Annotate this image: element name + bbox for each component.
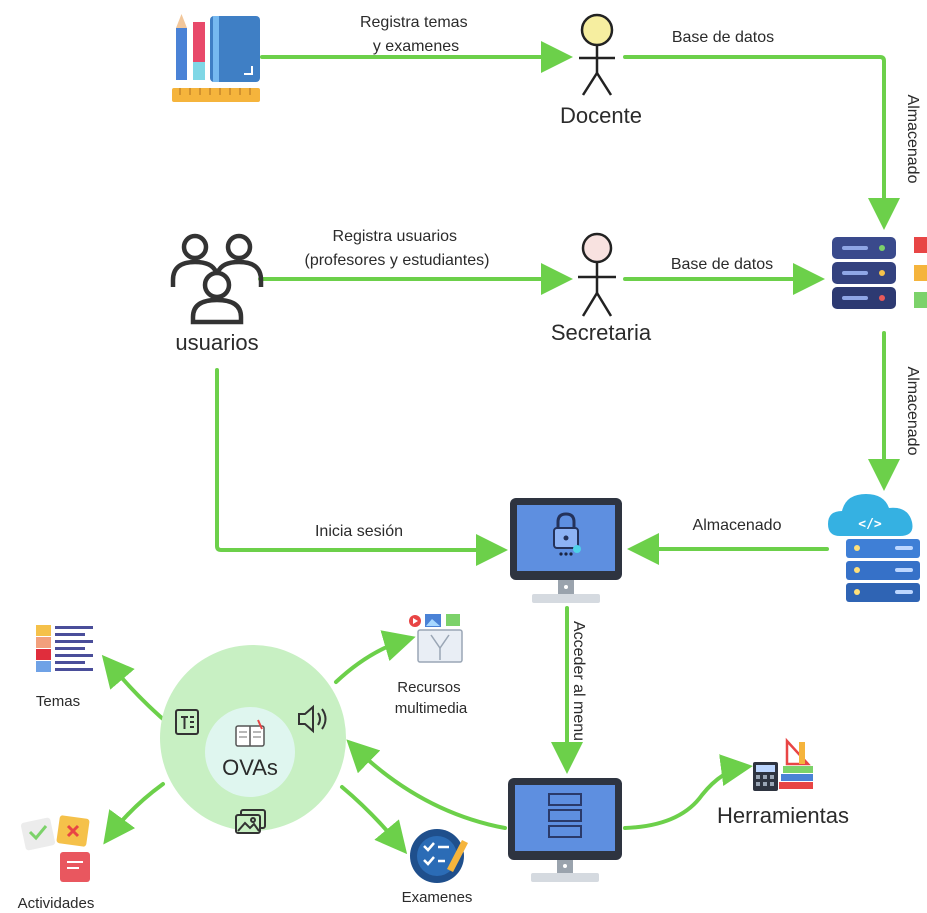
speaker-icon bbox=[298, 704, 327, 734]
edge-label-almacenado-2: Almacenado bbox=[904, 367, 921, 456]
edge-label-almacenado-1: Almacenado bbox=[904, 95, 921, 184]
node-label-actividades: Actividades bbox=[18, 895, 95, 912]
arrow-ovas-to-recursos bbox=[334, 630, 416, 684]
text-list-icon bbox=[36, 625, 93, 672]
edge-label-registra-temas: Registra temas y examenes bbox=[360, 14, 472, 55]
menu-monitor-icon bbox=[508, 778, 622, 882]
database-icon bbox=[832, 237, 927, 309]
users-icon bbox=[170, 233, 264, 325]
node-label-ovas: OVAs bbox=[222, 755, 278, 780]
edge-label-base-datos-docente: Base de datos bbox=[672, 29, 774, 46]
node-label-secretaria: Secretaria bbox=[551, 320, 652, 345]
secretaria-actor-icon bbox=[578, 232, 616, 317]
text-icon bbox=[175, 709, 199, 735]
arrow-ovas-to-examenes bbox=[340, 785, 408, 855]
node-label-recursos: Recursos multimedia bbox=[395, 679, 468, 717]
node-label-temas: Temas bbox=[36, 693, 80, 710]
docente-actor-icon bbox=[579, 13, 615, 96]
edge-label-acceder-menu: Acceder al menu bbox=[570, 621, 587, 741]
arrow-usuarios-to-monitor bbox=[215, 368, 508, 566]
cloud-server-icon: </> bbox=[828, 494, 920, 602]
svg-text:</>: </> bbox=[858, 517, 882, 532]
arrow-ovas-to-temas bbox=[101, 654, 172, 727]
multimedia-icon bbox=[409, 614, 463, 663]
book-icon bbox=[235, 719, 265, 747]
edge-label-base-datos-secretaria: Base de datos bbox=[671, 256, 773, 273]
sticky-notes-icon bbox=[20, 815, 90, 882]
arrow-menu-monitor-to-ovas bbox=[346, 739, 507, 830]
books-calculator-icon bbox=[753, 737, 813, 791]
node-label-herramientas: Herramientas bbox=[717, 803, 849, 828]
arrow-ovas-to-actividades bbox=[103, 782, 165, 845]
edge-label-registra-usuarios: Registra usuarios (profesores y estudian… bbox=[305, 228, 490, 269]
node-label-docente: Docente bbox=[560, 103, 642, 128]
edge-label-inicia-sesion: Inicia sesión bbox=[315, 523, 403, 540]
stationery-icon bbox=[172, 14, 260, 102]
exam-badge-icon bbox=[410, 829, 468, 883]
lock-monitor-icon bbox=[510, 498, 622, 603]
edge-label-almacenado-3: Almacenado bbox=[693, 517, 782, 534]
image-icon bbox=[235, 809, 266, 834]
node-label-examenes: Examenes bbox=[402, 889, 473, 906]
arrow-docente-to-database bbox=[623, 55, 900, 230]
arrow-menu-monitor-to-herramientas bbox=[623, 754, 753, 830]
node-label-usuarios: usuarios bbox=[175, 330, 258, 355]
